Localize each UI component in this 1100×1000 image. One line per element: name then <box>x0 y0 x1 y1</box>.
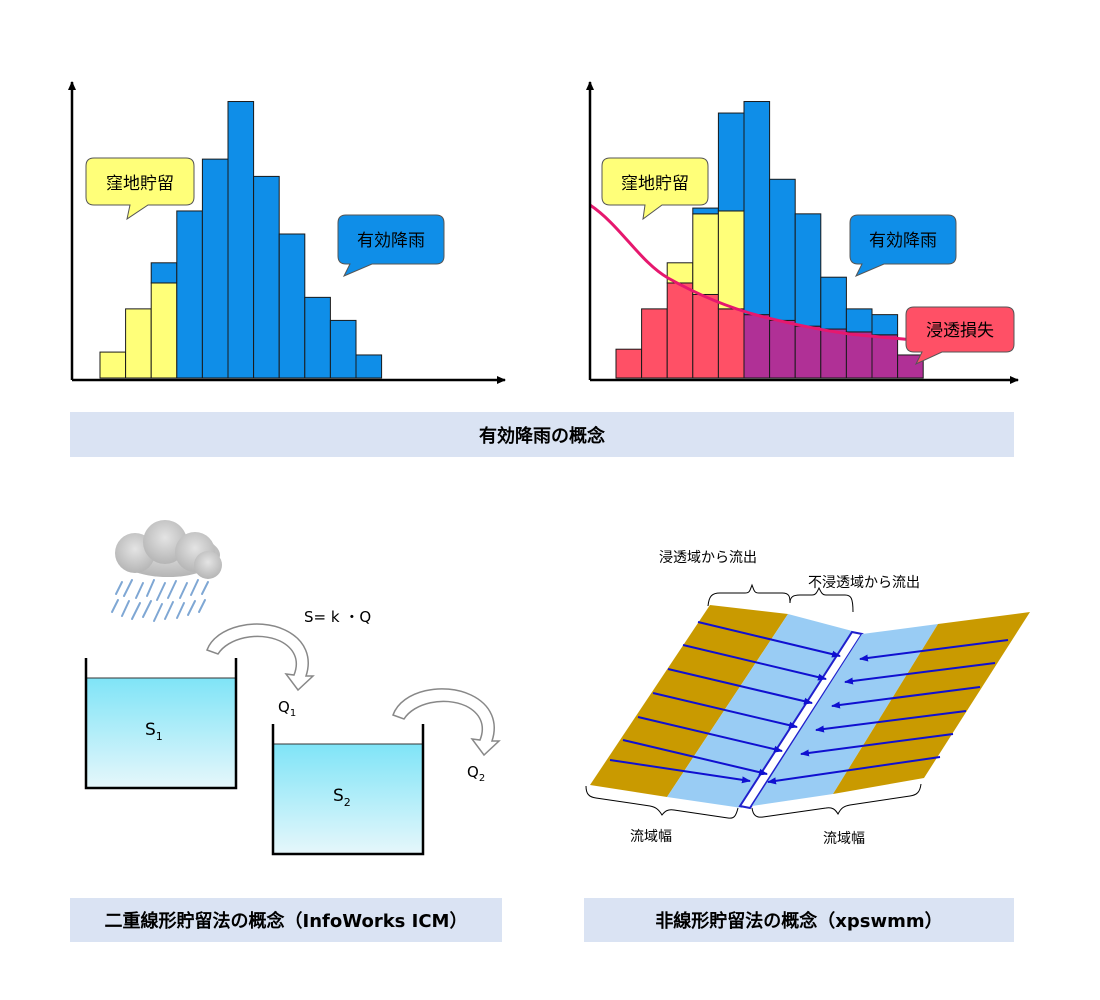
effective-rain-label: 有効降雨 <box>357 231 425 251</box>
infiltration-loss-label: 浸透損失 <box>926 321 994 341</box>
bar-有効降雨-4 <box>692 207 719 215</box>
outflow-q1-subscript: 1 <box>290 708 296 719</box>
tank-1-label: S <box>145 720 156 740</box>
bar-有効降雨-3 <box>150 262 178 284</box>
bar-浸透損失-5 <box>717 308 745 379</box>
nonlinear-caption-text: 非線形貯留法の概念（xpswmm） <box>655 911 943 932</box>
bar-有効降雨-6 <box>743 101 771 316</box>
outflow-q2-label: Q <box>467 763 479 781</box>
catchment-width-label-left: 流域幅 <box>630 829 672 845</box>
bar-窪地貯留-5 <box>717 210 745 310</box>
bar-窪地貯留-2 <box>125 308 152 379</box>
right-pervious-area <box>833 612 1030 794</box>
bar-有効降雨-6 <box>227 101 255 379</box>
catchment-width-brace-right <box>751 783 922 818</box>
double-linear-caption-text: 二重線形貯留法の概念（InfoWorks ICM） <box>104 911 468 932</box>
bar-浸透損失-12 <box>897 354 924 379</box>
reservoir-tank-2: S2 <box>271 724 425 856</box>
bar-有効降雨-10 <box>329 319 357 379</box>
chart-left: 窪地貯留 有効降雨 <box>68 81 506 384</box>
depression-storage-label-right: 窪地貯留 <box>621 174 689 194</box>
effective-rain-callout-left: 有効降雨 <box>337 214 445 277</box>
bar-浸透損失-10 <box>845 331 873 379</box>
svg-text:S2: S2 <box>333 786 351 809</box>
bar-浸透損失-7 <box>769 319 796 379</box>
chart-right: 窪地貯留 有効降雨 浸透損失 <box>586 81 1019 384</box>
pervious-outflow-label: 浸透域から流出 <box>659 550 757 566</box>
tank-2-subscript: 2 <box>344 796 351 809</box>
tank-2-label: S <box>333 786 344 806</box>
infiltration-loss-curve <box>589 203 913 342</box>
bar-浸透損失-8 <box>794 325 822 379</box>
bar-有効降雨-7 <box>253 175 280 379</box>
bar-浸透損失-2 <box>641 308 668 379</box>
chart-left-bars <box>99 101 383 379</box>
impervious-outflow-label: 不浸透域から流出 <box>808 575 920 591</box>
right-impervious-area <box>752 624 938 806</box>
effective-rain-caption-text: 有効降雨の概念 <box>479 425 605 447</box>
depression-storage-label: 窪地貯留 <box>106 174 174 194</box>
bar-有効降雨-11 <box>355 354 383 379</box>
bar-浸透損失-11 <box>871 334 899 379</box>
infiltration-loss-callout: 浸透損失 <box>905 306 1015 366</box>
impervious-outflow-brace <box>789 586 854 613</box>
bar-浸透損失-6 <box>743 314 771 379</box>
outflow-q2-subscript: 2 <box>479 773 485 784</box>
effective-rain-label-right: 有効降雨 <box>869 231 937 251</box>
bar-有効降雨-5 <box>717 112 745 212</box>
outflow-arrow-1 <box>206 623 315 692</box>
bar-有効降雨-4 <box>176 210 203 379</box>
bar-窪地貯留-4 <box>692 213 719 295</box>
depression-storage-callout-right: 窪地貯留 <box>601 157 709 221</box>
bar-浸透損失-4 <box>692 293 719 379</box>
bar-有効降雨-5 <box>201 158 229 379</box>
effective-rain-caption: 有効降雨の概念 <box>70 412 1014 457</box>
bar-窪地貯留-3 <box>150 282 178 379</box>
bar-有効降雨-8 <box>278 233 306 379</box>
svg-text:Q2: Q2 <box>467 763 485 784</box>
bar-有効降雨-7 <box>769 178 796 321</box>
outflow-q1-label: Q <box>278 698 290 716</box>
catchment-width-brace-left <box>585 785 739 819</box>
double-linear-caption: 二重線形貯留法の概念（InfoWorks ICM） <box>70 898 502 942</box>
chart-right-bars <box>615 101 924 379</box>
rain-cloud-icon <box>111 520 222 622</box>
catchment-width-label-right: 流域幅 <box>823 831 865 847</box>
bar-浸透損失-9 <box>820 328 847 379</box>
bar-有効降雨-10 <box>845 308 873 333</box>
svg-text:Q1: Q1 <box>278 698 296 719</box>
bar-浸透損失-1 <box>615 348 643 379</box>
pervious-outflow-brace <box>707 583 791 607</box>
depression-storage-callout-left: 窪地貯留 <box>85 157 195 221</box>
reservoir-tank-1: S1 <box>84 658 238 790</box>
bar-有効降雨-9 <box>304 296 331 379</box>
bar-窪地貯留-1 <box>99 351 127 379</box>
nonlinear-caption: 非線形貯留法の概念（xpswmm） <box>584 898 1014 942</box>
flow-arrows <box>609 621 1009 785</box>
bar-浸透損失-3 <box>666 282 694 379</box>
svg-text:S1: S1 <box>145 720 163 743</box>
storage-formula: S= k ・Q <box>304 608 371 626</box>
outflow-arrow-2 <box>392 688 501 757</box>
left-impervious-area <box>667 614 856 808</box>
tank-1-subscript: 1 <box>156 730 163 743</box>
bar-有効降雨-9 <box>820 276 847 330</box>
double-linear-diagram: S= k ・Q S1 S2 Q1 Q2 <box>84 520 501 856</box>
effective-rain-callout-right: 有効降雨 <box>849 214 957 277</box>
nonlinear-diagram: 浸透域から流出 不浸透域から流出 流域幅 流域幅 <box>585 550 1030 847</box>
bar-有効降雨-8 <box>794 213 822 327</box>
bar-有効降雨-11 <box>871 314 899 336</box>
